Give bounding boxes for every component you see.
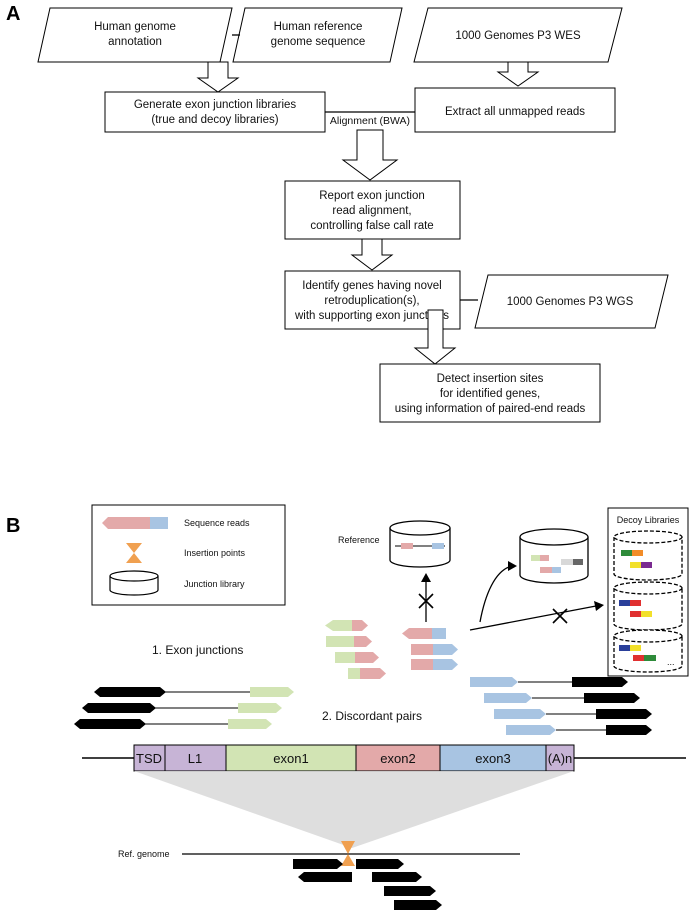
segment-tsd-label: TSD [136,751,162,766]
segment-exon2 [355,744,441,772]
report-line-2: read alignment, [332,205,411,217]
arrow-to-reference-head [421,573,431,582]
arrow-to-identify [350,238,394,271]
input-1000g-wes: 1000 Genomes P3 WES [413,7,623,63]
ref-genome-reads [293,859,442,910]
report-line-1: Report exon junction [319,190,424,202]
generate-line-2: (true and decoy libraries) [151,114,278,126]
discordant-pairs-right [470,677,652,735]
panel-b-label: B [6,515,20,537]
annotation-line-2: annotation [108,36,162,48]
detect-line-2: for identified genes, [440,388,540,400]
insertion-point-icon [341,841,355,866]
segment-polya [545,744,575,772]
split-reads-pink-blue [402,628,458,670]
reference-line-2: genome sequence [271,36,366,48]
arrow-to-decoy-head [594,601,604,611]
arrow-to-true-library [479,565,513,623]
decoy-library-2 [613,581,683,631]
ref-genome-label: Ref. genome [118,849,170,859]
step-generate-libraries: Generate exon junction libraries (true a… [104,91,326,133]
identify-line-3: with supporting exon junctions [294,310,449,322]
segment-exon2-label: exon2 [380,751,415,766]
discordant-pairs-left [74,687,294,729]
segment-exon3 [439,744,547,772]
arrow-to-extract [496,61,540,87]
input-genome-annotation: Human genome annotation [37,7,233,63]
step-detect-insertion: Detect insertion sites for identified ge… [379,363,601,423]
wes-label: 1000 Genomes P3 WES [455,30,581,42]
arrow-to-decoy [469,605,597,631]
reference-library-icon [389,520,451,568]
input-1000g-wgs: 1000 Genomes P3 WGS [474,274,669,329]
panel-a-label: A [6,3,20,25]
exon-junctions-label: 1. Exon junctions [152,643,243,657]
segment-polya-label: (A)n [548,751,573,766]
arrow-to-report [341,129,399,181]
decoy-ellipsis: ... [667,657,675,667]
decoy-title: Decoy Libraries [617,515,680,525]
insertion-funnel [134,771,574,848]
split-reads-green-pink [325,620,386,679]
input-reference-genome: Human reference genome sequence [232,7,403,63]
decoy-cross-icon [552,608,568,624]
legend: Sequence reads Insertion points Junction… [91,504,286,606]
wgs-label: 1000 Genomes P3 WGS [507,296,634,308]
alignment-label: Alignment (BWA) [330,115,410,127]
detect-line-1: Detect insertion sites [437,373,544,385]
legend-read-icon [102,517,168,529]
generate-line-1: Generate exon junction libraries [134,99,297,111]
step-extract-unmapped: Extract all unmapped reads [414,87,616,133]
arrow-to-true-library-head [508,561,517,571]
report-line-3: controlling false call rate [310,220,433,232]
legend-insertion-points: Insertion points [184,548,246,558]
true-junction-library-icon [519,528,589,584]
segment-l1 [164,744,227,772]
segment-exon3-label: exon3 [475,751,510,766]
legend-junction-library: Junction library [184,579,245,589]
segment-l1-label: L1 [188,751,202,766]
legend-insertion-icon [126,543,142,563]
legend-library-icon [109,570,159,596]
reference-cross-icon [418,593,434,609]
identify-line-2: retroduplication(s), [324,295,419,307]
identify-line-1: Identify genes having novel [302,280,441,292]
detect-line-3: using information of paired-end reads [395,403,586,415]
discordant-pairs-label: 2. Discordant pairs [322,709,422,723]
extract-label: Extract all unmapped reads [445,106,585,118]
arrow-to-detect [413,309,457,365]
decoy-libraries: Decoy Libraries ... [607,507,689,677]
decoy-library-3 [613,629,683,673]
arrow-to-generate [196,61,240,93]
annotation-line-1: Human genome [94,21,176,33]
reference-line-1: Human reference [274,21,363,33]
reference-label: Reference [338,535,380,545]
decoy-library-1 [613,530,683,581]
segment-exon1 [225,744,357,772]
segment-exon1-label: exon1 [273,751,308,766]
legend-sequence-reads: Sequence reads [184,518,250,528]
step-report-alignment: Report exon junction read alignment, con… [284,180,461,240]
retrocopy-insert: TSD L1 exon1 exon2 exon3 (A)n [133,744,575,772]
